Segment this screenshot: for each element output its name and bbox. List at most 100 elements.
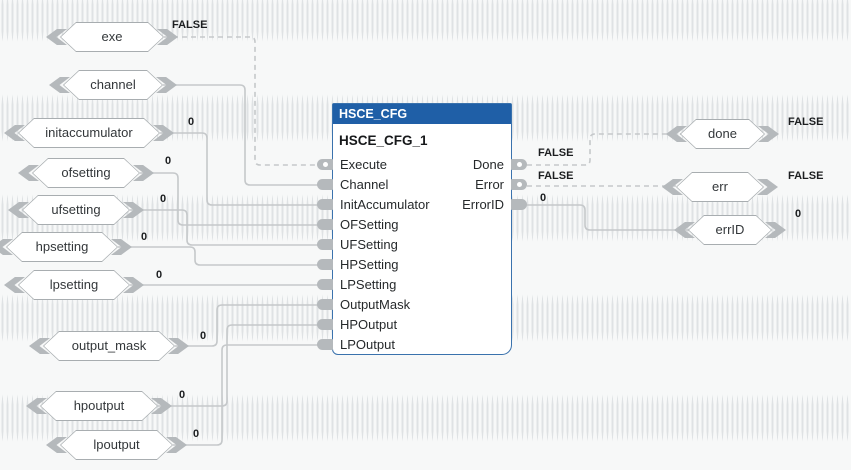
- output-tag-errid[interactable]: errID: [674, 215, 786, 245]
- monitor-value-err-tag: FALSE: [788, 170, 824, 182]
- wire-lpoutput[interactable]: [173, 344, 318, 446]
- input-pin-lpoutput[interactable]: [317, 339, 333, 350]
- output-tag-done[interactable]: done: [666, 119, 779, 149]
- pin-row: LPOutput: [317, 335, 511, 355]
- tag-shape: [60, 430, 173, 460]
- monitor-value-exe: FALSE: [172, 19, 208, 31]
- pin-row: LPSetting: [317, 275, 511, 295]
- input-pin-label: Execute: [340, 157, 387, 172]
- pin-row: InitAccumulator ErrorID: [317, 195, 527, 215]
- tag-label: lpsetting: [49, 277, 99, 292]
- pin-row: OFSetting: [317, 215, 511, 235]
- input-pin-execute[interactable]: [317, 159, 333, 170]
- monitor-value-error-pin: FALSE: [538, 170, 574, 182]
- monitor-value-hpsetting: 0: [141, 231, 148, 243]
- monitor-value-done-tag: FALSE: [788, 116, 824, 128]
- tag-shape: [680, 119, 765, 149]
- tag-shape: [32, 158, 140, 188]
- monitor-value-hpoutput: 0: [179, 389, 186, 401]
- tag-label: err: [712, 179, 728, 194]
- pin-row: UFSetting: [317, 235, 511, 255]
- input-pin-label: HPSetting: [340, 257, 399, 272]
- tag-label: hpoutput: [73, 398, 125, 413]
- wire-hpsetting[interactable]: [118, 246, 318, 266]
- input-tag-ofsetting[interactable]: ofsetting: [18, 158, 154, 188]
- input-tag-output-mask[interactable]: output_mask: [29, 331, 189, 361]
- block-instance-name: HSCE_CFG_1: [339, 133, 428, 148]
- input-pin-outputmask[interactable]: [317, 299, 333, 310]
- pin-row: OutputMask: [317, 295, 511, 315]
- input-pin-label: Channel: [340, 177, 389, 192]
- pin-row: Channel Error: [317, 175, 527, 195]
- tag-label: hpsetting: [35, 239, 89, 254]
- wire-output-mask[interactable]: [175, 304, 318, 347]
- wire-ofsetting[interactable]: [140, 172, 318, 226]
- tag-shape: [43, 331, 175, 361]
- tag-shape: [6, 232, 118, 262]
- input-pin-hpsetting[interactable]: [317, 259, 333, 270]
- tag-label: ofsetting: [61, 165, 111, 180]
- wire-errorid-to-errid[interactable]: [527, 204, 690, 231]
- input-pin-ofsetting[interactable]: [317, 219, 333, 230]
- tag-label: output_mask: [71, 338, 147, 353]
- input-tag-channel[interactable]: channel: [49, 70, 177, 100]
- monitor-value-done-pin: FALSE: [538, 147, 574, 159]
- tag-label: errID: [715, 222, 745, 237]
- input-pin-label: OFSetting: [340, 217, 399, 232]
- pin-row: Execute Done: [317, 155, 527, 175]
- monitor-value-ofsetting: 0: [165, 155, 172, 167]
- input-pin-hpoutput[interactable]: [317, 319, 333, 330]
- monitor-value-lpoutput: 0: [193, 428, 200, 440]
- tag-shape: [18, 270, 130, 300]
- input-pin-label: LPOutput: [340, 337, 395, 352]
- tag-label: lpoutput: [93, 437, 140, 452]
- input-tag-initaccumulator[interactable]: initaccumulator: [4, 118, 174, 148]
- input-pin-lpsetting[interactable]: [317, 279, 333, 290]
- output-pin-label: Error: [475, 177, 504, 192]
- input-tag-exe[interactable]: exe: [46, 22, 178, 52]
- tag-label: ufsetting: [51, 202, 101, 217]
- input-pin-label: OutputMask: [340, 297, 411, 312]
- input-pin-channel[interactable]: [317, 179, 333, 190]
- tag-shape: [40, 391, 158, 421]
- pin-row: HPSetting: [317, 255, 511, 275]
- tag-shape: [60, 22, 164, 52]
- output-pin-label: ErrorID: [462, 197, 504, 212]
- tag-label: initaccumulator: [45, 125, 133, 140]
- monitor-value-lpsetting: 0: [156, 269, 163, 281]
- tag-shape: [63, 70, 163, 100]
- tag-label: exe: [101, 29, 123, 44]
- tag-shape: [18, 118, 160, 148]
- input-tag-hpoutput[interactable]: hpoutput: [26, 391, 172, 421]
- input-tag-lpsetting[interactable]: lpsetting: [4, 270, 144, 300]
- pin-row: HPOutput: [317, 315, 511, 335]
- output-pin-done[interactable]: [511, 159, 527, 170]
- input-pin-initaccumulator[interactable]: [317, 199, 333, 210]
- wire-hpoutput[interactable]: [158, 324, 318, 407]
- wire-ufsetting[interactable]: [130, 209, 318, 246]
- monitor-value-errid-tag: 0: [795, 208, 802, 220]
- input-tag-ufsetting[interactable]: ufsetting: [8, 195, 144, 225]
- tag-label: channel: [90, 77, 136, 92]
- input-pin-label: InitAccumulator: [340, 197, 430, 212]
- function-block-hsce-cfg[interactable]: HSCE_CFG HSCE_CFG_1 Execute Done Channel…: [317, 103, 527, 355]
- wire-channel-to-channel[interactable]: [163, 84, 318, 186]
- output-pin-label: Done: [472, 157, 504, 172]
- input-tag-hpsetting[interactable]: hpsetting: [0, 232, 132, 262]
- wire-done-to-done[interactable]: [527, 133, 682, 166]
- wire-initaccumulator[interactable]: [160, 132, 318, 206]
- wire-exe-to-execute[interactable]: [164, 36, 318, 166]
- monitor-value-errorid-pin: 0: [540, 192, 547, 204]
- output-pin-errorid[interactable]: [511, 199, 527, 210]
- monitor-value-ufsetting: 0: [160, 193, 167, 205]
- input-tag-lpoutput[interactable]: lpoutput: [46, 430, 187, 460]
- output-tag-err[interactable]: err: [662, 172, 778, 202]
- tag-shape: [688, 215, 772, 245]
- input-pin-label: LPSetting: [340, 277, 397, 292]
- tag-label: done: [708, 126, 737, 141]
- monitor-value-output-mask: 0: [200, 330, 207, 342]
- block-type-name: HSCE_CFG: [333, 104, 511, 124]
- input-pin-ufsetting[interactable]: [317, 239, 333, 250]
- output-pin-error[interactable]: [511, 179, 527, 190]
